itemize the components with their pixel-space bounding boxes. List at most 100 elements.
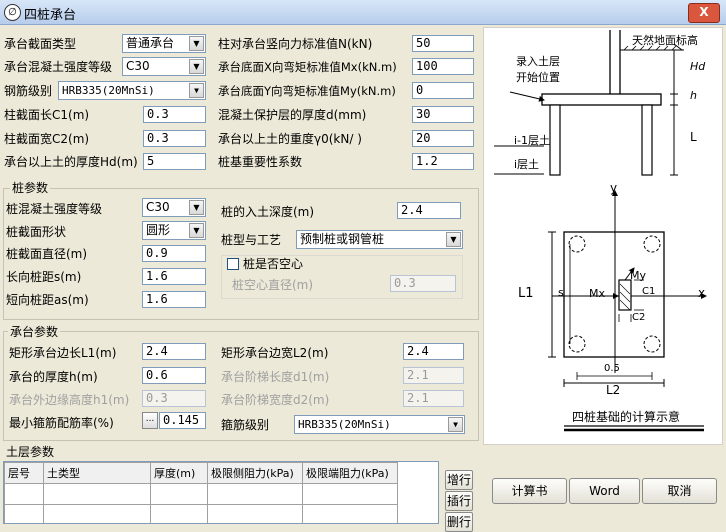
ground-label: 天然地面标高 <box>632 34 698 47</box>
pile-shape-select[interactable]: 圆形▼ <box>142 221 206 240</box>
moment-y-label: 承台底面Y向弯矩标准值My(kN.m) <box>218 84 396 98</box>
min-ratio-browse-button[interactable]: ... <box>142 412 158 429</box>
l-label: L <box>690 130 697 144</box>
plan-view <box>548 190 707 432</box>
importance-label: 桩基重要性系数 <box>218 155 303 169</box>
spacing-label: 0.5 <box>604 363 620 374</box>
layer-i-label: i层土 <box>514 158 540 171</box>
add-row-button[interactable]: 增行 <box>445 470 473 490</box>
chevron-down-icon: ▼ <box>189 59 204 74</box>
edge-height-label: 承台外边缘高度h1(m) <box>9 393 130 407</box>
calc-book-button[interactable]: 计算书 <box>492 478 567 504</box>
stirrup-grade-select[interactable]: HRB335(20MnSi)▼ <box>294 415 465 434</box>
diagram-panel: 天然地面标高 Hd h L 录入土层 开始位置 i-1层土 i层土 y x L1… <box>483 27 723 445</box>
edge-height-input[interactable]: 0.3 <box>142 390 206 407</box>
pile-diameter-input[interactable]: 0.9 <box>142 245 206 262</box>
table-row[interactable] <box>4 483 398 505</box>
col-length-label: 柱截面长C1(m) <box>4 108 90 122</box>
hollow-dia-input[interactable]: 0.3 <box>390 275 456 292</box>
pile-type-select[interactable]: 预制桩或钢管桩▼ <box>296 230 463 249</box>
hd-label: Hd <box>690 60 706 73</box>
soil-weight-label: 承台以上土的重度γ0(kN/ ) <box>218 132 362 146</box>
word-button[interactable]: Word <box>569 478 640 504</box>
col-soil-type[interactable]: 土类型 <box>43 462 151 484</box>
hollow-checkbox[interactable] <box>227 258 239 270</box>
app-icon: ∅ <box>4 4 21 21</box>
chevron-down-icon: ▼ <box>448 417 463 432</box>
step-length-input[interactable]: 2.1 <box>403 367 464 384</box>
soil-weight-input[interactable]: 20 <box>412 130 474 147</box>
soil-thickness-input[interactable]: 5 <box>143 153 206 170</box>
pile-group <box>3 188 479 320</box>
col-width-label: 柱截面宽C2(m) <box>4 132 90 146</box>
close-button[interactable]: X <box>688 3 720 23</box>
moment-x-label: 承台底面X向弯矩标准值Mx(kN.m) <box>218 60 397 74</box>
pile-shape-label: 桩截面形状 <box>6 225 67 239</box>
cap-thickness-label: 承台的厚度h(m) <box>9 370 98 384</box>
pile-type-label: 桩型与工艺 <box>221 233 282 247</box>
cap-length-input[interactable]: 2.4 <box>142 343 206 360</box>
insert-row-button[interactable]: 插行 <box>445 491 473 511</box>
col-width-input[interactable]: 0.3 <box>143 130 206 147</box>
hollow-dia-label: 桩空心直径(m) <box>232 278 314 292</box>
l2-label: L2 <box>606 383 621 397</box>
my-label: My <box>630 269 647 282</box>
cancel-button[interactable]: 取消 <box>642 478 717 504</box>
l1-label: L1 <box>518 286 534 301</box>
importance-input[interactable]: 1.2 <box>412 153 474 170</box>
pile-diameter-label: 桩截面直径(m) <box>6 247 88 261</box>
embed-depth-input[interactable]: 2.4 <box>397 202 461 219</box>
moment-x-input[interactable]: 100 <box>412 58 474 75</box>
mx-label: Mx <box>589 287 606 300</box>
cap-width-input[interactable]: 2.4 <box>403 343 464 360</box>
c1-label: C1 <box>642 286 656 297</box>
col-side-resistance[interactable]: 极限侧阻力(kPa) <box>207 462 303 484</box>
pile-group-title: 桩参数 <box>10 181 51 195</box>
chevron-down-icon: ▼ <box>189 223 204 238</box>
step-width-label: 承台阶梯宽度d2(m) <box>221 393 330 407</box>
step-width-input[interactable]: 2.1 <box>403 390 464 407</box>
soil-table-container[interactable]: 层号 土类型 厚度(m) 极限侧阻力(kPa) 极限端阻力(kPa) <box>3 461 439 524</box>
moment-y-input[interactable]: 0 <box>412 82 474 99</box>
soil-table-header: 层号 土类型 厚度(m) 极限侧阻力(kPa) 极限端阻力(kPa) <box>4 462 398 484</box>
soil-table[interactable]: 层号 土类型 厚度(m) 极限侧阻力(kPa) 极限端阻力(kPa) <box>4 462 398 523</box>
col-thickness[interactable]: 厚度(m) <box>150 462 208 484</box>
axial-force-input[interactable]: 50 <box>412 35 474 52</box>
soil-group-title: 土层参数 <box>6 445 55 459</box>
short-spacing-input[interactable]: 1.6 <box>142 291 206 308</box>
chevron-down-icon: ▼ <box>189 200 204 215</box>
short-spacing-label: 短向桩距as(m) <box>6 293 89 307</box>
chevron-down-icon: ▼ <box>189 83 204 98</box>
pile-concrete-label: 桩混凝土强度等级 <box>6 202 103 216</box>
cap-length-label: 矩形承台边长L1(m) <box>9 346 117 360</box>
rebar-grade-select[interactable]: HRB335(20MnSi)▼ <box>58 81 206 100</box>
cover-input[interactable]: 30 <box>412 106 474 123</box>
min-ratio-label: 最小箍筋配筋率(%) <box>9 416 114 430</box>
title-bar: ∅ 四桩承台 X <box>0 0 726 25</box>
cap-width-label: 矩形承台边宽L2(m) <box>221 346 329 360</box>
col-layer-no[interactable]: 层号 <box>4 462 44 484</box>
cap-group <box>3 331 479 441</box>
delete-row-button[interactable]: 删行 <box>445 512 473 532</box>
section-view <box>494 30 684 176</box>
cap-group-title: 承台参数 <box>8 325 61 339</box>
pile-diagram <box>494 30 707 432</box>
min-ratio-input[interactable]: 0.145 <box>159 412 206 429</box>
rebar-grade-label: 钢筋级别 <box>4 84 53 98</box>
stirrup-grade-label: 箍筋级别 <box>221 418 270 432</box>
col-length-input[interactable]: 0.3 <box>143 106 206 123</box>
cover-label: 混凝土保护层的厚度d(mm) <box>218 108 367 122</box>
table-row[interactable] <box>4 504 398 523</box>
concrete-grade-select[interactable]: C30▼ <box>122 57 206 76</box>
embed-depth-label: 桩的入土深度(m) <box>221 205 315 219</box>
pile-concrete-select[interactable]: C30▼ <box>142 198 206 217</box>
cap-thickness-input[interactable]: 0.6 <box>142 367 206 384</box>
concrete-grade-label: 承台混凝土强度等级 <box>4 60 113 74</box>
axial-force-label: 柱对承台竖向力标准值N(kN) <box>218 37 373 51</box>
h-label: h <box>690 89 697 102</box>
long-spacing-input[interactable]: 1.6 <box>142 268 206 285</box>
entry-label-line2: 开始位置 <box>516 71 560 84</box>
col-end-resistance[interactable]: 极限端阻力(kPa) <box>302 462 398 484</box>
y-axis-label: y <box>610 181 618 195</box>
section-type-select[interactable]: 普通承台▼ <box>122 34 206 53</box>
